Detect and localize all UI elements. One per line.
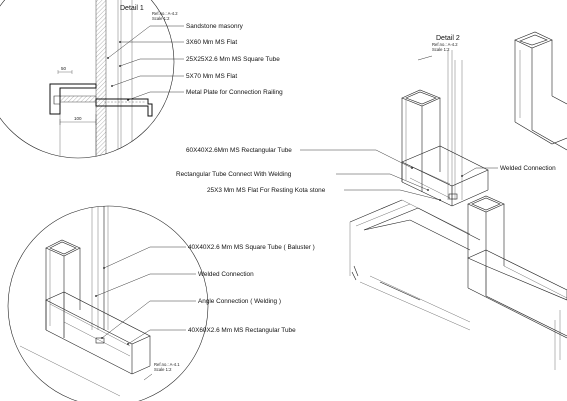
detail-1-section xyxy=(49,0,153,158)
label-metal-plate: Metal Plate for Connection Railing xyxy=(186,89,283,96)
label-25x25-tube: 25X25X2.6 Mm MS Square Tube xyxy=(186,56,280,63)
detail-3-scale: Scale 1:2 xyxy=(154,367,172,372)
detail-1: 50 100 Detail 1 Ref.no.: A-4.2 Scale 1:2… xyxy=(0,0,283,159)
detail-3-ref: Ref.no.: A-4.1 xyxy=(154,362,180,367)
label-3x60-flat: 3X60 Mm MS Flat xyxy=(186,39,237,46)
detail-2-ref: Ref.no.: A-4.2 xyxy=(432,42,458,47)
label-rect-tube-welding: Rectangular Tube Connect With Welding xyxy=(176,171,292,178)
detail-2-title: Detail 2 xyxy=(436,35,460,42)
label-60x40-tube: 60X40X2.6Mm MS Rectangular Tube xyxy=(186,147,292,154)
detail-1-scale: Scale 1:2 xyxy=(152,16,170,21)
detail-2-scale: Scale 1:2 xyxy=(432,47,450,52)
detail-3: 40X40X2.6 Mm MS Square Tube ( Baluster )… xyxy=(7,205,315,401)
label-25x3-flat: 25X3 Mm MS Flat For Resting Kota stone xyxy=(207,187,326,194)
horizontal-tube xyxy=(401,145,489,207)
dim-100: 100 xyxy=(74,116,82,121)
detail-1-circle xyxy=(0,0,175,159)
detail-1-title: Detail 1 xyxy=(120,5,144,12)
label-welded-connection-2: Welded Connection xyxy=(500,165,556,172)
background-tube xyxy=(514,31,567,151)
label-welded-connection-3: Welded Connection xyxy=(198,271,254,278)
detail-3-isometric xyxy=(19,206,151,397)
dim-50: 50 xyxy=(61,66,67,71)
label-angle-connection: Angle Connection ( Welding ) xyxy=(198,298,281,305)
detail-2: Detail 2 Ref.no.: A-4.2 Scale 1:2 xyxy=(176,31,567,370)
label-sandstone: Sandstone masonry xyxy=(186,23,244,30)
vertical-tube-b xyxy=(467,195,567,370)
resting-flat xyxy=(349,199,481,331)
detail-1-ref: Ref.no.: A-4.2 xyxy=(152,11,178,16)
label-40x40-baluster: 40X40X2.6 Mm MS Square Tube ( Baluster ) xyxy=(188,244,315,251)
label-40x60-tube: 40X60X2.6 Mm MS Rectangular Tube xyxy=(188,327,296,334)
label-5x70-flat: 5X70 Mm MS Flat xyxy=(186,73,237,80)
